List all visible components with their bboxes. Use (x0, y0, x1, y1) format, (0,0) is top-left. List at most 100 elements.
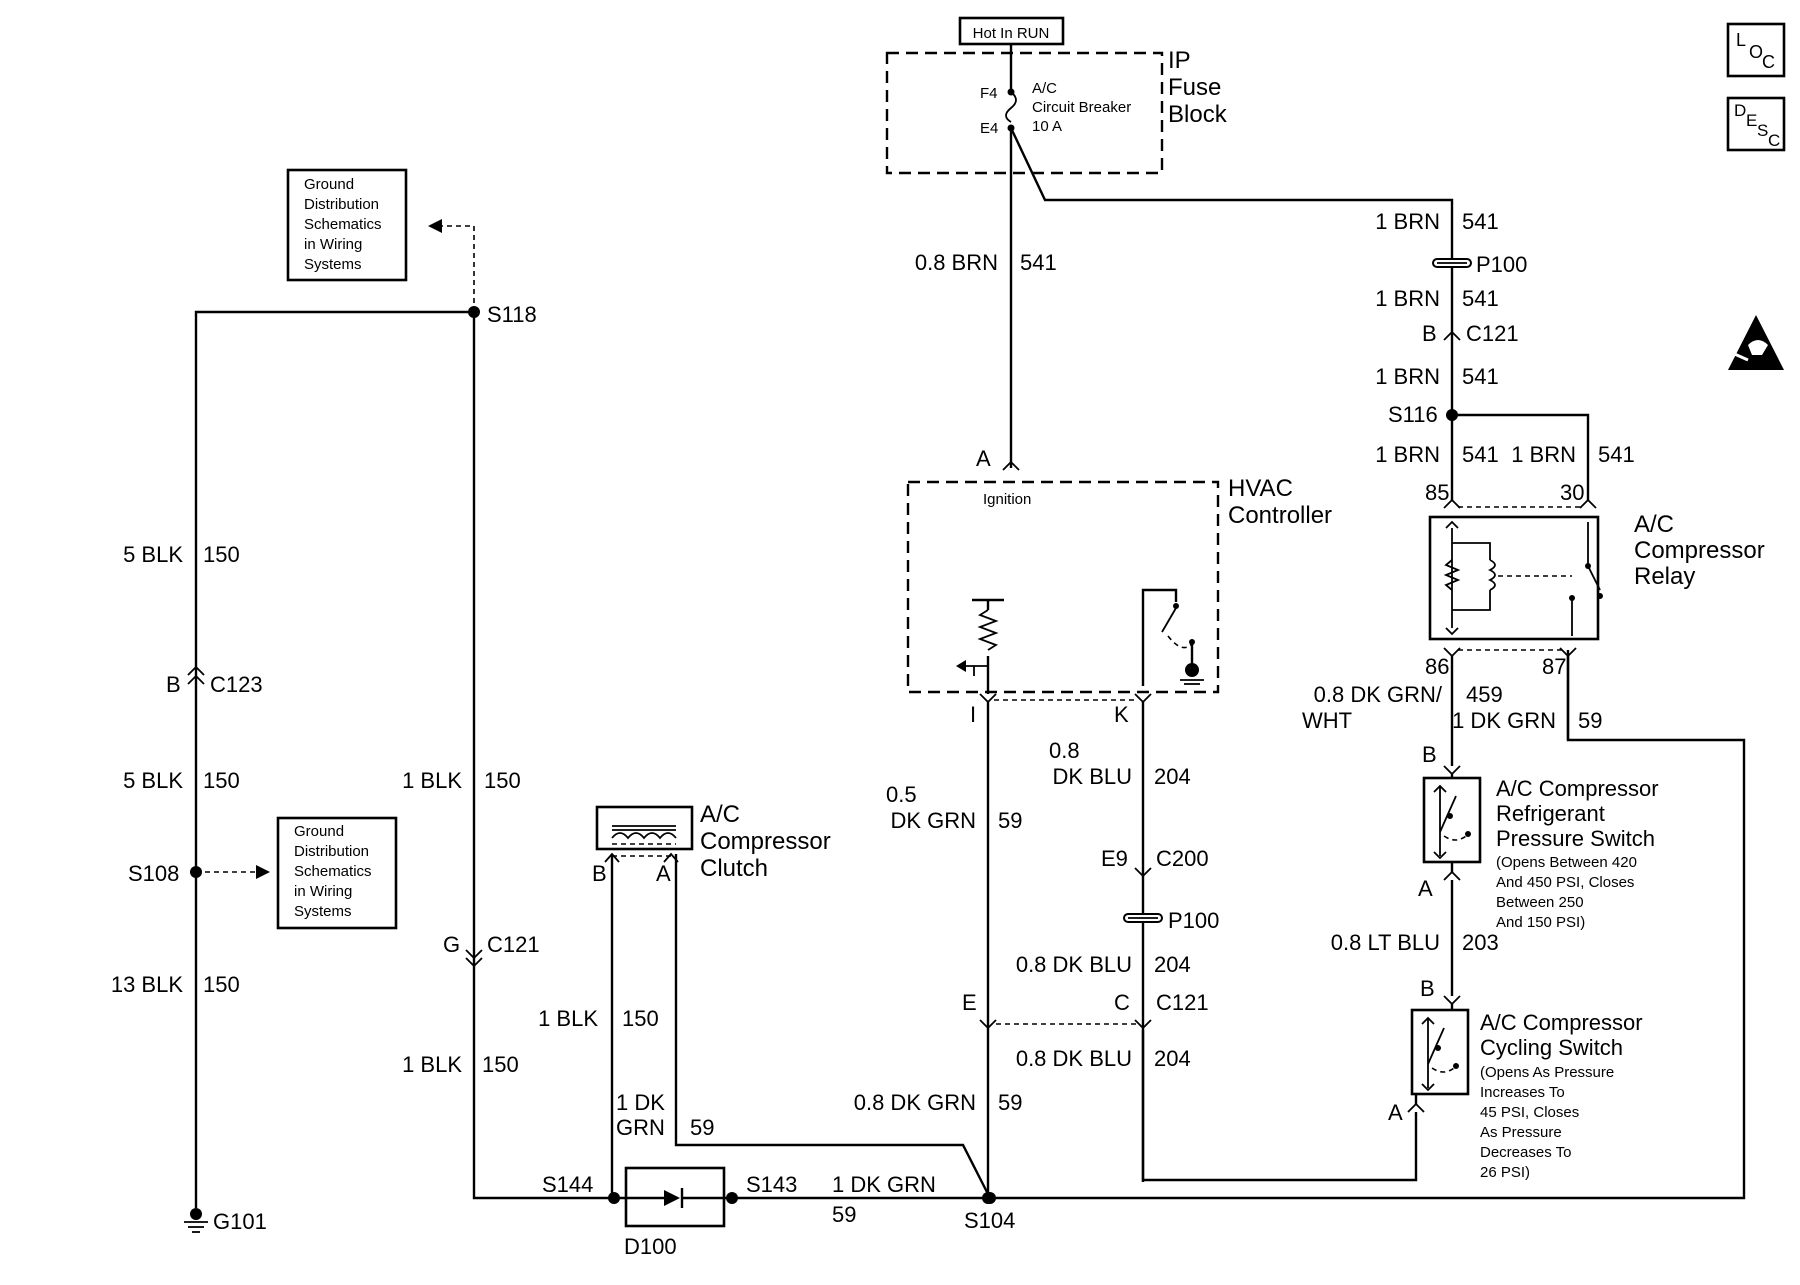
svg-text:26 PSI): 26 PSI) (1480, 1164, 1530, 1181)
svg-text:(Opens As Pressure: (Opens As Pressure (1480, 1064, 1614, 1081)
svg-text:10 A: 10 A (1032, 118, 1062, 135)
ground-distribution-ref-top: Ground Distribution Schematics in Wiring… (286, 168, 408, 282)
ac-compressor-relay (1428, 515, 1603, 641)
svg-text:0.5: 0.5 (886, 782, 917, 807)
svg-text:S144: S144 (542, 1172, 593, 1197)
svg-text:87: 87 (1542, 654, 1566, 679)
svg-text:GRN: GRN (616, 1115, 665, 1140)
svg-text:O: O (1749, 42, 1763, 62)
svg-text:A: A (1418, 876, 1433, 901)
svg-text:C: C (1114, 990, 1130, 1015)
svg-text:S118: S118 (487, 302, 537, 327)
svg-text:G101: G101 (213, 1209, 267, 1234)
svg-text:K: K (1114, 702, 1129, 727)
svg-text:59: 59 (690, 1115, 714, 1140)
connector-p100-mid (1123, 913, 1163, 923)
power-source-label: Hot In RUN (958, 16, 1065, 46)
svg-text:1 BLK: 1 BLK (538, 1006, 598, 1031)
svg-text:HVAC: HVAC (1228, 475, 1293, 502)
svg-text:C121: C121 (487, 932, 540, 957)
svg-text:1 DK GRN: 1 DK GRN (832, 1172, 936, 1197)
svg-text:30: 30 (1560, 480, 1584, 505)
svg-text:150: 150 (203, 542, 240, 567)
svg-text:204: 204 (1154, 952, 1191, 977)
svg-text:Clutch: Clutch (700, 855, 768, 882)
svg-text:150: 150 (484, 768, 521, 793)
ground-distribution-ref-bottom: Ground Distribution Schematics in Wiring… (276, 816, 398, 930)
svg-text:P100: P100 (1168, 908, 1219, 933)
splice-s144 (608, 1192, 620, 1204)
svg-text:59: 59 (998, 1090, 1022, 1115)
wire-brn-541-relay-feed (1009, 127, 1454, 415)
svg-text:Schematics: Schematics (304, 216, 382, 233)
svg-text:A: A (656, 861, 671, 886)
svg-text:E4: E4 (980, 120, 998, 137)
svg-text:A: A (976, 446, 991, 471)
svg-text:A/C: A/C (1032, 80, 1057, 97)
svg-text:Between 250: Between 250 (1496, 894, 1584, 911)
svg-text:B: B (592, 861, 607, 886)
svg-text:150: 150 (482, 1052, 519, 1077)
svg-text:G: G (443, 932, 460, 957)
svg-text:203: 203 (1462, 930, 1499, 955)
svg-text:S143: S143 (746, 1172, 797, 1197)
svg-text:1 BRN: 1 BRN (1511, 442, 1576, 467)
svg-text:1 BLK: 1 BLK (402, 1052, 462, 1077)
resistor-icon (956, 598, 1004, 694)
svg-text:Pressure Switch: Pressure Switch (1496, 826, 1655, 851)
svg-text:Schematics: Schematics (294, 863, 372, 880)
svg-text:C121: C121 (1466, 321, 1519, 346)
svg-text:C: C (1762, 52, 1775, 72)
svg-text:DK BLU: DK BLU (1053, 764, 1132, 789)
svg-text:Decreases To: Decreases To (1480, 1144, 1571, 1161)
svg-text:S104: S104 (964, 1208, 1015, 1233)
svg-text:S108: S108 (128, 861, 179, 886)
svg-text:13 BLK: 13 BLK (111, 972, 183, 997)
svg-text:Block: Block (1168, 101, 1228, 128)
svg-text:Compressor: Compressor (700, 828, 831, 855)
svg-text:E: E (1746, 111, 1757, 130)
svg-text:in Wiring: in Wiring (304, 236, 362, 253)
svg-text:L: L (1736, 30, 1746, 50)
svg-text:Refrigerant: Refrigerant (1496, 801, 1605, 826)
svg-text:Compressor: Compressor (1634, 537, 1765, 564)
hvac-controller: HVAC Controller Ignition (906, 475, 1332, 694)
svg-text:0.8 DK BLU: 0.8 DK BLU (1016, 952, 1132, 977)
svg-text:1 DK GRN: 1 DK GRN (1452, 708, 1556, 733)
svg-text:1 BRN: 1 BRN (1375, 364, 1440, 389)
ground-g101-icon (184, 1208, 208, 1233)
diode-d100 (614, 1166, 732, 1228)
svg-text:541: 541 (1462, 364, 1499, 389)
svg-text:1 BRN: 1 BRN (1375, 286, 1440, 311)
svg-text:(Opens Between 420: (Opens Between 420 (1496, 854, 1637, 871)
svg-text:Ground: Ground (304, 176, 354, 193)
ac-refrigerant-pressure-switch (1422, 776, 1482, 864)
svg-text:Circuit Breaker: Circuit Breaker (1032, 99, 1131, 116)
svg-text:59: 59 (1578, 708, 1602, 733)
svg-text:459: 459 (1466, 682, 1503, 707)
svg-text:150: 150 (622, 1006, 659, 1031)
svg-text:150: 150 (203, 768, 240, 793)
connector-c121-g (465, 949, 483, 968)
svg-text:As Pressure: As Pressure (1480, 1124, 1562, 1141)
svg-text:Systems: Systems (294, 903, 352, 920)
svg-text:DK GRN: DK GRN (890, 808, 976, 833)
svg-text:541: 541 (1020, 250, 1057, 275)
esd-warning-icon (1728, 315, 1784, 370)
svg-text:541: 541 (1462, 209, 1499, 234)
svg-text:85: 85 (1425, 480, 1449, 505)
svg-text:A/C Compressor: A/C Compressor (1496, 776, 1659, 801)
svg-text:Systems: Systems (304, 256, 362, 273)
svg-text:Ground: Ground (294, 823, 344, 840)
circuit-breaker-icon (1005, 44, 1017, 132)
svg-text:1 DK: 1 DK (616, 1090, 665, 1115)
svg-text:D100: D100 (624, 1234, 677, 1259)
svg-text:541: 541 (1462, 442, 1499, 467)
svg-text:Cycling Switch: Cycling Switch (1480, 1035, 1623, 1060)
svg-text:150: 150 (203, 972, 240, 997)
svg-text:A/C: A/C (700, 801, 740, 828)
svg-text:F4: F4 (980, 85, 998, 102)
svg-text:0.8 DK GRN/: 0.8 DK GRN/ (1314, 682, 1443, 707)
svg-text:And 450 PSI, Closes: And 450 PSI, Closes (1496, 874, 1634, 891)
